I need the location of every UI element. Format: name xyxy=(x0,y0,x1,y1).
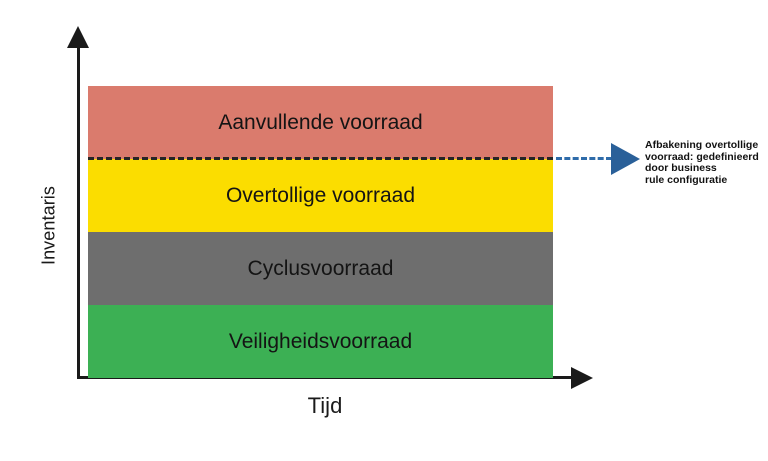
callout-line-1: Afbakening overtollige xyxy=(645,139,759,151)
callout-line-3: door business xyxy=(645,162,717,175)
threshold-dashed-line xyxy=(88,157,553,160)
band-label: Veiligheidsvoorraad xyxy=(228,330,413,353)
band-overtollige-voorraad: Overtollige voorraad xyxy=(88,159,553,232)
band-label: Cyclusvoorraad xyxy=(247,257,394,280)
y-axis-arrow-icon xyxy=(67,26,89,48)
callout-annotation: Afbakening overtollige voorraad: gedefin… xyxy=(645,139,768,186)
band-veiligheidsvoorraad: Veiligheidsvoorraad xyxy=(88,305,553,378)
x-axis-label: Tijd xyxy=(307,393,343,418)
x-axis-arrow-icon xyxy=(571,367,593,389)
callout-leader-line xyxy=(556,157,612,160)
band-label: Aanvullende voorraad xyxy=(218,111,423,134)
band-cyclusvoorraad: Cyclusvoorraad xyxy=(88,232,553,305)
callout-line-2: voorraad: gedefinieerd xyxy=(645,150,759,163)
y-axis-label: Inventaris xyxy=(38,185,59,266)
band-aanvullende-voorraad: Aanvullende voorraad xyxy=(88,86,553,159)
callout-line-4: rule configuratie xyxy=(645,173,728,186)
band-label: Overtollige voorraad xyxy=(225,184,416,207)
y-axis-line xyxy=(77,46,80,379)
callout-arrow-icon xyxy=(611,143,640,175)
